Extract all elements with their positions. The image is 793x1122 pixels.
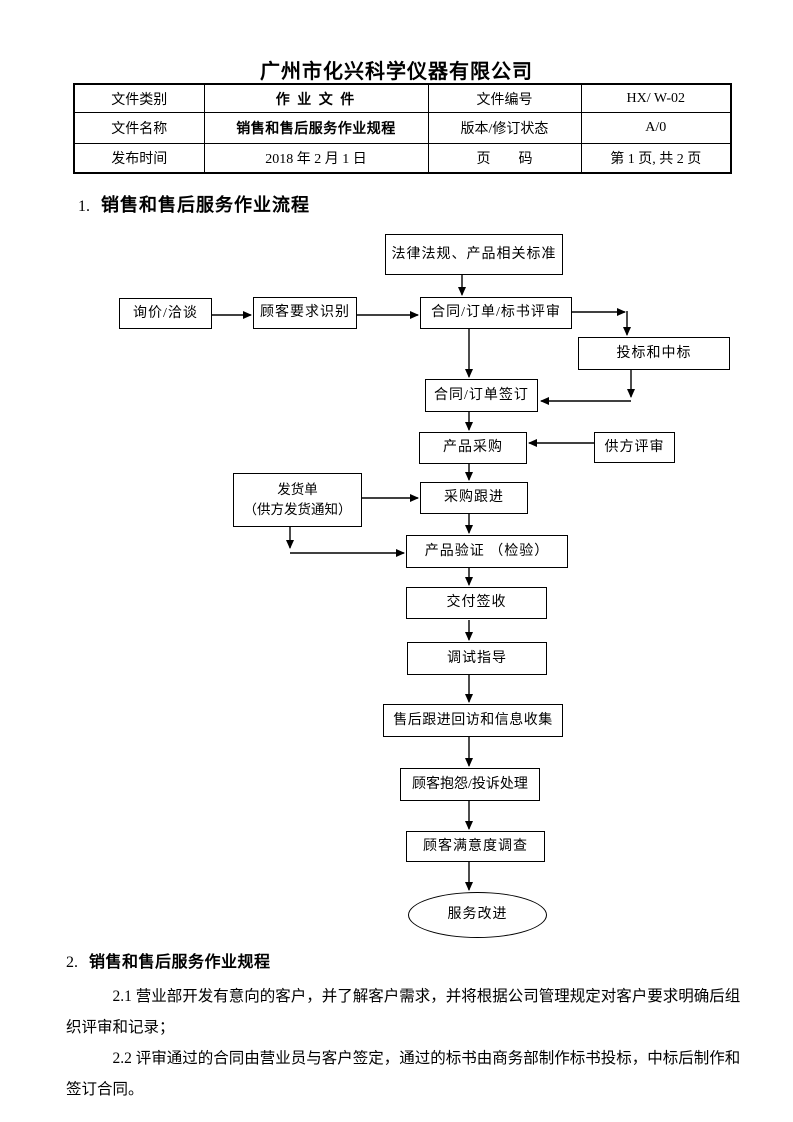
- flow-node-inquiry: 询价/洽谈: [119, 298, 212, 329]
- header-table-row: 发布时间 2018 年 2 月 1 日 页 码 第 1 页, 共 2 页: [73, 143, 732, 174]
- flow-node-bidding: 投标和中标: [578, 337, 730, 370]
- flow-node-debugging-guidance: 调试指导: [407, 642, 547, 675]
- section-2-number: 2.: [66, 954, 78, 971]
- flow-node-product-verification: 产品验证 （检验）: [406, 535, 568, 568]
- flow-node-purchase-follow-up: 采购跟进: [420, 482, 528, 514]
- flow-node-aftersales-followup: 售后跟进回访和信息收集: [383, 704, 563, 737]
- flow-node-supplier-review: 供方评审: [594, 432, 675, 463]
- section-1-number: 1.: [78, 198, 90, 215]
- header-table-row: 文件名称 销售和售后服务作业规程 版本/修订状态 A/0: [73, 112, 732, 144]
- doc-name-label: 文件名称: [73, 112, 205, 144]
- body-paragraph: 2.1 营业部开发有意向的客户，并了解客户需求，并将根据公司管理规定对客户要求明…: [66, 988, 741, 1036]
- section-2-body: 2.1 营业部开发有意向的客户，并了解客户需求，并将根据公司管理规定对客户要求明…: [66, 981, 742, 1105]
- section-1-title: 销售和售后服务作业流程: [101, 195, 310, 215]
- flow-node-customer-requirements: 顾客要求识别: [253, 297, 357, 329]
- section-2-heading: 2. 销售和售后服务作业规程: [66, 948, 271, 972]
- flow-node-law-standards: 法律法规、产品相关标准: [385, 234, 563, 275]
- flow-node-satisfaction-survey: 顾客满意度调查: [406, 831, 545, 862]
- flow-node-contract-signing: 合同/订单签订: [425, 379, 538, 412]
- doc-header-table: 文件类别 作 业 文 件 文件编号 HX/ W-02 文件名称 销售和售后服务作…: [73, 83, 732, 174]
- header-table-row: 文件类别 作 业 文 件 文件编号 HX/ W-02: [73, 83, 732, 113]
- doc-version-label: 版本/修订状态: [427, 112, 582, 144]
- flow-node-contract-review: 合同/订单/标书评审: [420, 297, 572, 329]
- section-2-title: 销售和售后服务作业规程: [89, 954, 271, 971]
- company-title: 广州市化兴科学仪器有限公司: [260, 61, 533, 83]
- section-1-heading: 1. 销售和售后服务作业流程: [78, 191, 310, 217]
- doc-category-value: 作 业 文 件: [203, 83, 429, 113]
- flow-node-delivery-receipt: 交付签收: [406, 587, 547, 619]
- doc-page-label: 页 码: [427, 143, 582, 174]
- body-paragraph: 2.2 评审通过的合同由营业员与客户签定，通过的标书由商务部制作标书投标，中标后…: [66, 1050, 741, 1098]
- doc-category-label: 文件类别: [73, 83, 205, 113]
- doc-release-value: 2018 年 2 月 1 日: [203, 143, 429, 174]
- flow-node-product-purchase: 产品采购: [419, 432, 527, 464]
- flow-node-complaint-handling: 顾客抱怨/投诉处理: [400, 768, 540, 801]
- doc-release-label: 发布时间: [73, 143, 205, 174]
- doc-number-label: 文件编号: [427, 83, 582, 113]
- doc-version-value: A/0: [580, 112, 732, 144]
- flow-node-service-improvement: 服务改进: [408, 892, 547, 938]
- doc-number-value: HX/ W-02: [580, 83, 732, 113]
- flow-node-delivery-note: 发货单 （供方发货通知）: [233, 473, 362, 527]
- doc-name-value: 销售和售后服务作业规程: [203, 112, 429, 144]
- doc-page-value: 第 1 页, 共 2 页: [580, 143, 732, 174]
